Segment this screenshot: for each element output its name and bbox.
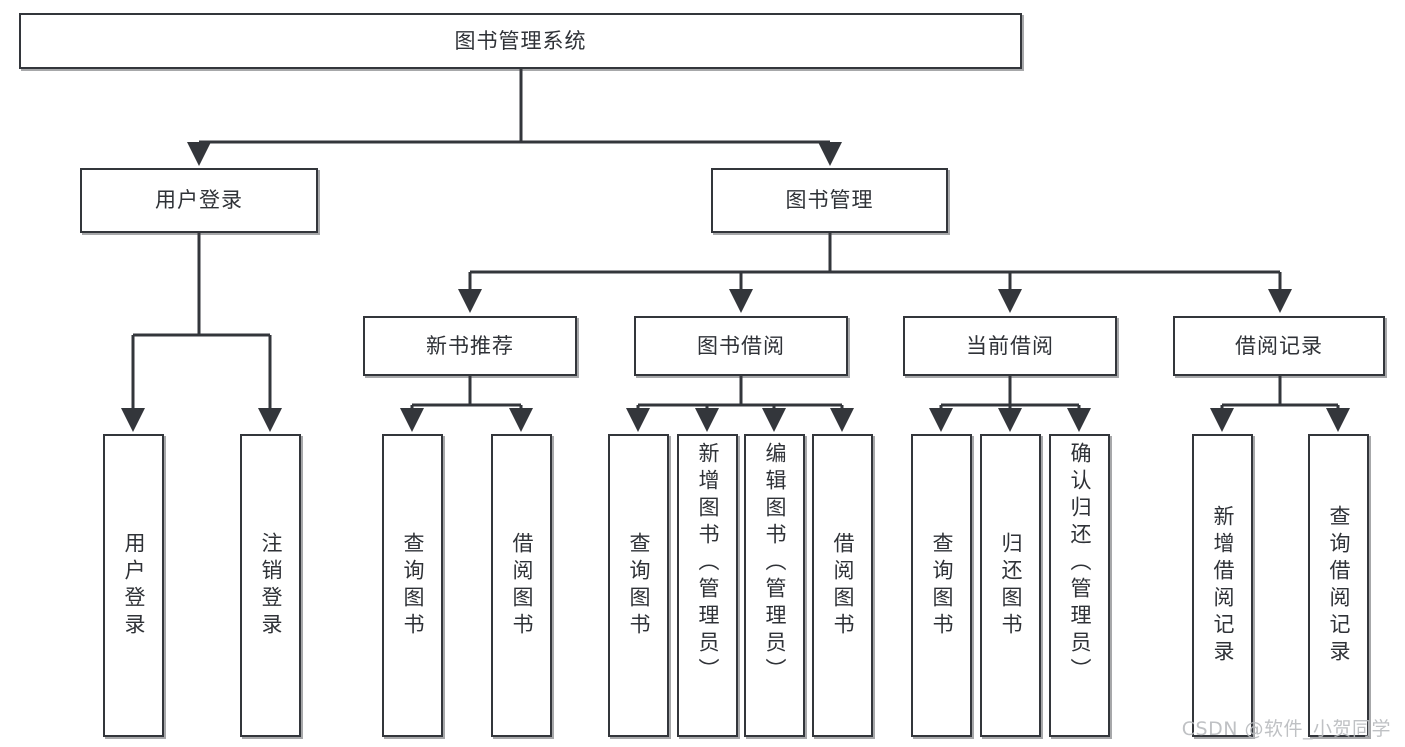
- node-leaf-add-book[interactable]: 新增图书（管理员）: [677, 434, 738, 737]
- node-leaf-query-book-1-label: 查询图书: [401, 531, 425, 640]
- node-leaf-return-book-label: 归还图书: [999, 531, 1023, 640]
- node-leaf-add-borrow-record-label: 新增借阅记录: [1211, 504, 1235, 667]
- node-leaf-query-book-3-label: 查询图书: [930, 531, 954, 640]
- node-root[interactable]: 图书管理系统: [19, 13, 1022, 69]
- node-leaf-query-book-3[interactable]: 查询图书: [911, 434, 972, 737]
- node-user-login-label: 用户登录: [155, 188, 243, 213]
- node-leaf-user-logout-label: 注销登录: [259, 531, 283, 640]
- node-leaf-add-book-label: 新增图书（管理员）: [696, 442, 720, 685]
- node-book-management[interactable]: 图书管理: [711, 168, 948, 233]
- node-leaf-query-borrow-record-label: 查询借阅记录: [1327, 504, 1351, 667]
- node-borrow-record[interactable]: 借阅记录: [1173, 316, 1385, 376]
- node-leaf-confirm-return[interactable]: 确认归还（管理员）: [1049, 434, 1110, 737]
- node-leaf-borrow-book-2-label: 借阅图书: [831, 531, 855, 640]
- csdn-watermark: CSDN @软件_小贺同学: [1181, 718, 1391, 740]
- node-leaf-edit-book[interactable]: 编辑图书（管理员）: [744, 434, 805, 737]
- node-leaf-edit-book-label: 编辑图书（管理员）: [763, 442, 787, 685]
- node-leaf-query-book-2[interactable]: 查询图书: [608, 434, 669, 737]
- node-current-borrow-label: 当前借阅: [966, 333, 1054, 358]
- node-new-book-recommend-label: 新书推荐: [426, 333, 514, 358]
- node-leaf-borrow-book-1[interactable]: 借阅图书: [491, 434, 552, 737]
- node-borrow-record-label: 借阅记录: [1235, 333, 1323, 358]
- node-book-borrow-label: 图书借阅: [697, 333, 785, 358]
- node-book-management-label: 图书管理: [785, 188, 874, 213]
- node-leaf-query-book-1[interactable]: 查询图书: [382, 434, 443, 737]
- node-root-label: 图书管理系统: [454, 28, 587, 53]
- node-leaf-confirm-return-label: 确认归还（管理员）: [1068, 442, 1092, 685]
- node-current-borrow[interactable]: 当前借阅: [903, 316, 1117, 376]
- node-leaf-add-borrow-record[interactable]: 新增借阅记录: [1192, 434, 1253, 737]
- node-leaf-user-login-label: 用户登录: [122, 531, 146, 640]
- node-leaf-user-logout[interactable]: 注销登录: [240, 434, 301, 737]
- node-user-login[interactable]: 用户登录: [80, 168, 318, 233]
- node-book-borrow[interactable]: 图书借阅: [634, 316, 848, 376]
- node-new-book-recommend[interactable]: 新书推荐: [363, 316, 577, 376]
- node-leaf-query-book-2-label: 查询图书: [627, 531, 651, 640]
- node-leaf-user-login[interactable]: 用户登录: [103, 434, 164, 737]
- node-leaf-query-borrow-record[interactable]: 查询借阅记录: [1308, 434, 1369, 737]
- node-leaf-return-book[interactable]: 归还图书: [980, 434, 1041, 737]
- node-leaf-borrow-book-2[interactable]: 借阅图书: [812, 434, 873, 737]
- node-leaf-borrow-book-1-label: 借阅图书: [510, 531, 534, 640]
